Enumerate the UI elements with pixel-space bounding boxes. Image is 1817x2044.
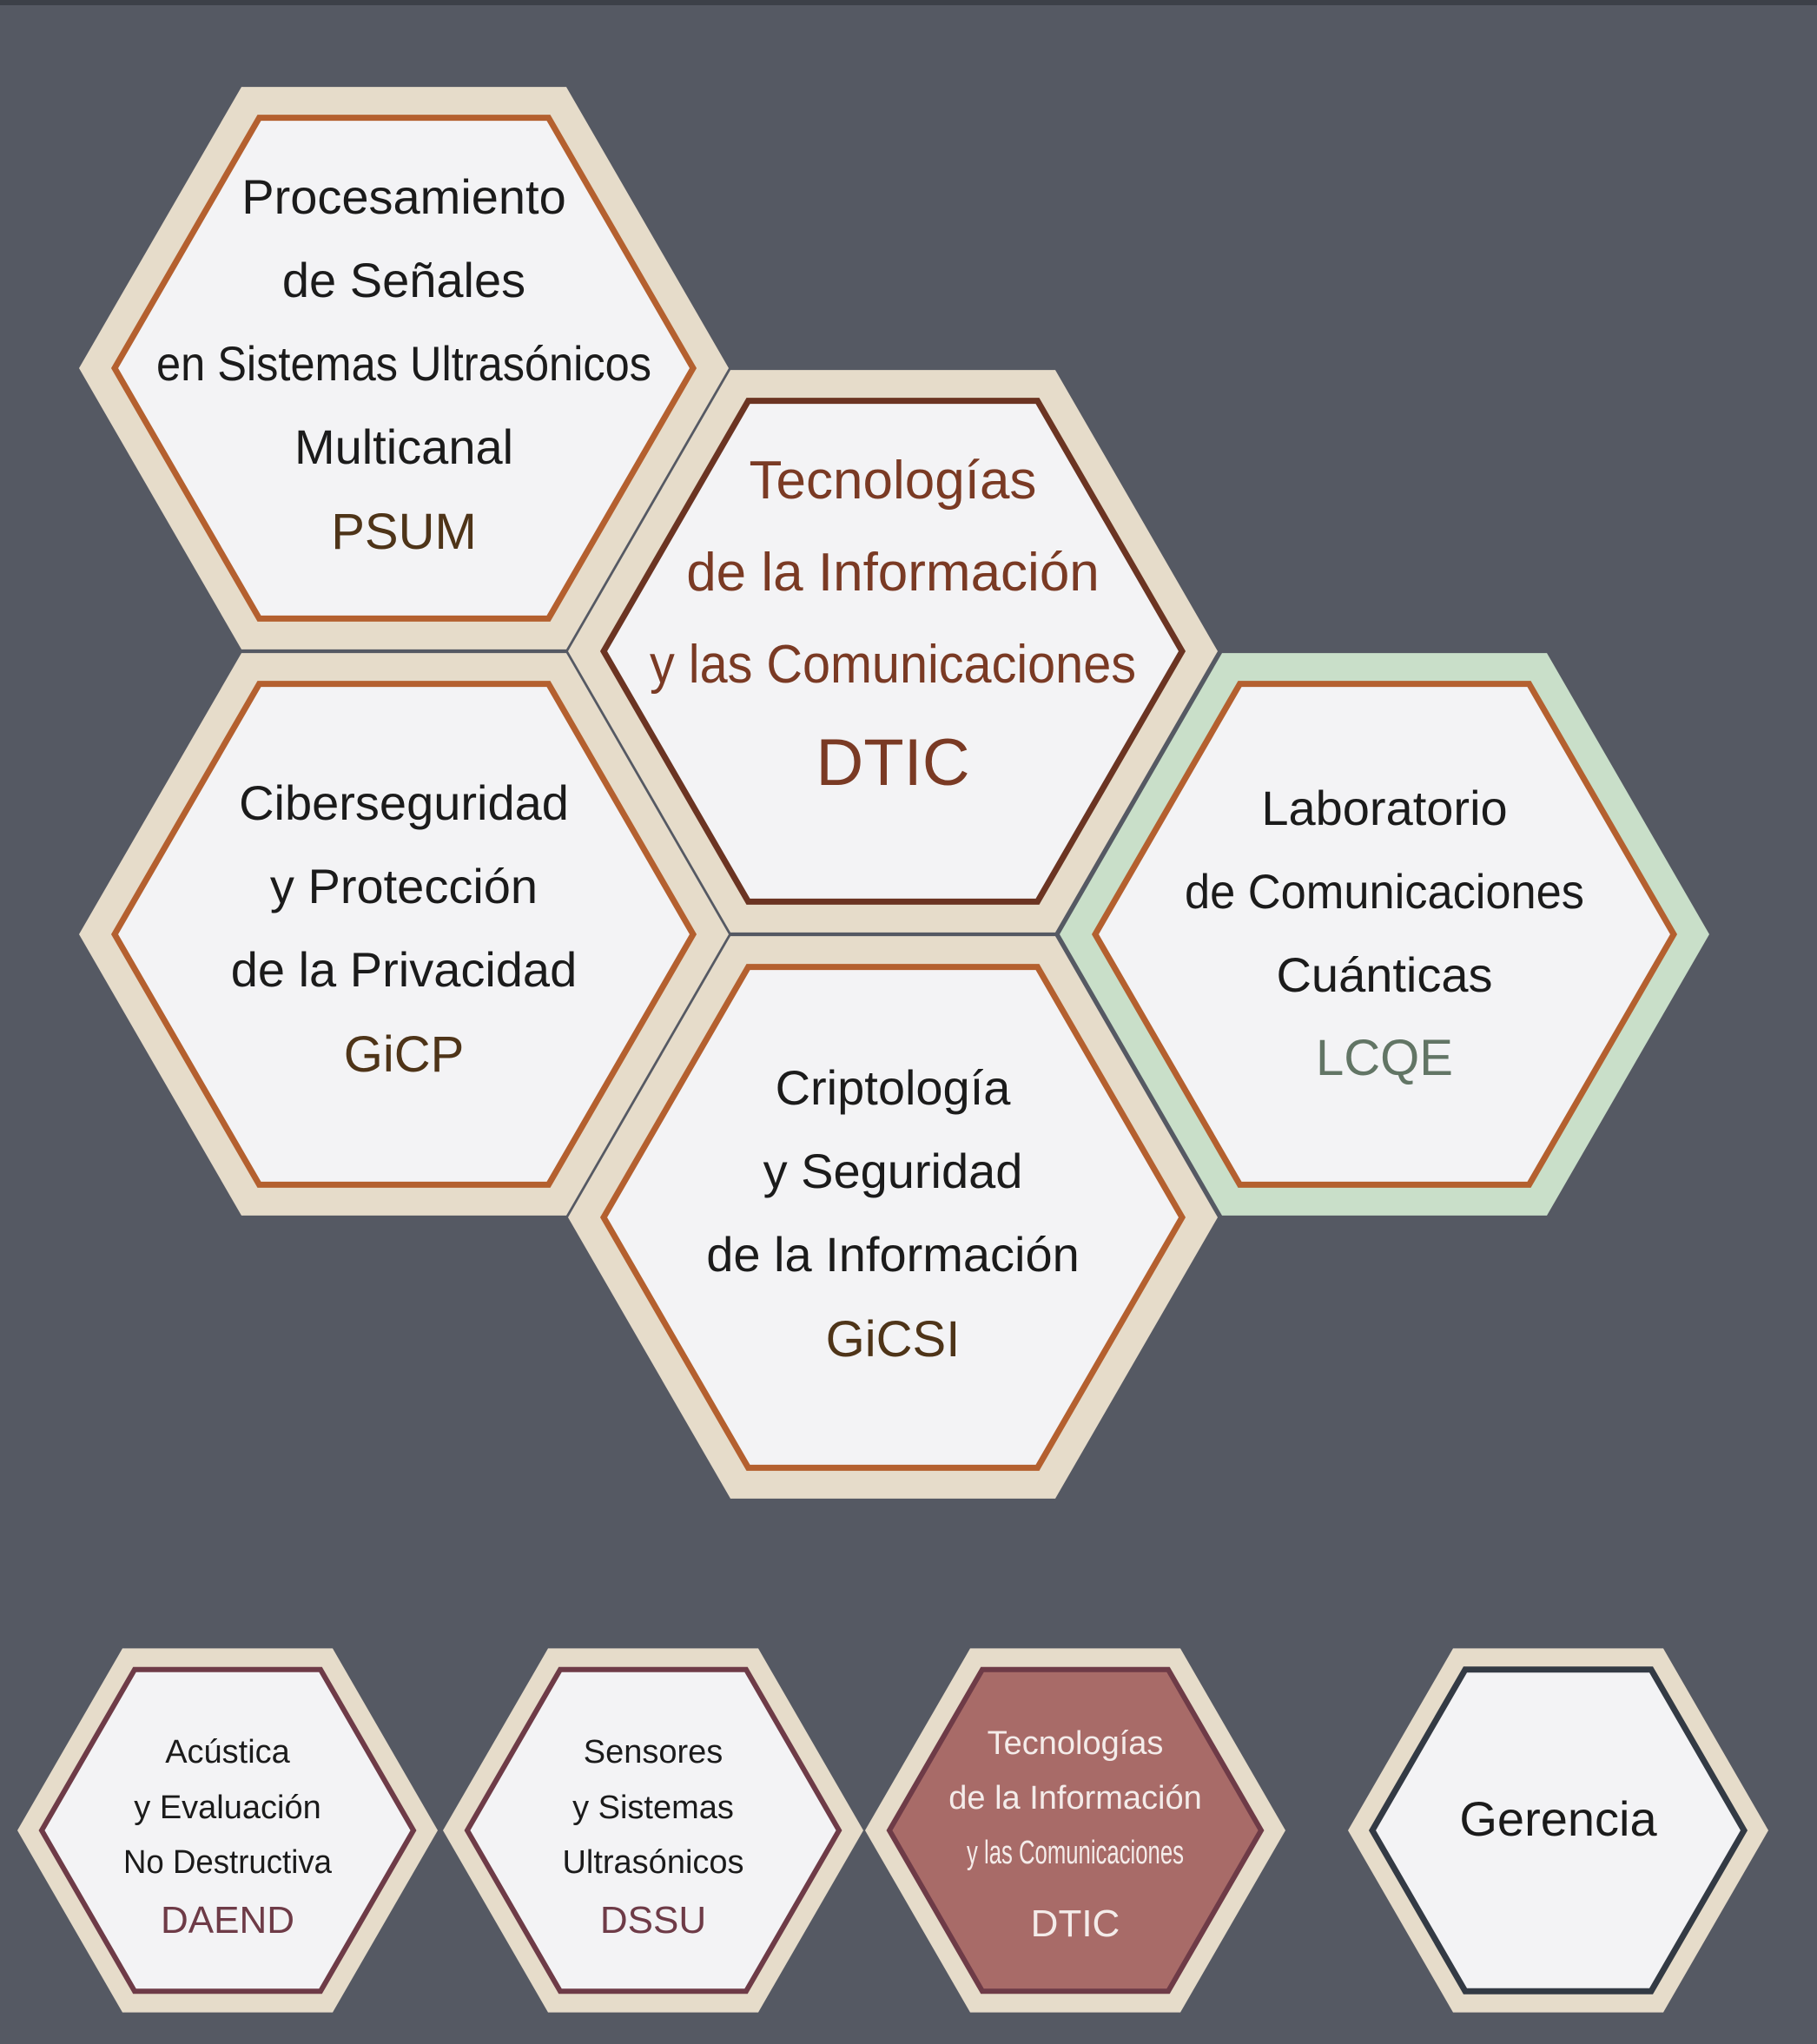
lcqe-acronym: LCQE: [1316, 1030, 1453, 1086]
dssu-acronym: DSSU: [600, 1899, 706, 1942]
dtic-small-line-1: Tecnologías: [988, 1725, 1164, 1762]
gicsi-line-2: y Seguridad: [763, 1144, 1023, 1198]
gicsi-line-3: de la Información: [706, 1227, 1080, 1282]
hex-gicsi[interactable]: [599, 964, 1186, 1471]
gicp-acronym: GiCP: [344, 1026, 465, 1083]
hex-psum[interactable]: [110, 115, 697, 622]
hex-gicp[interactable]: [110, 681, 697, 1188]
hex-group-dtic-small[interactable]: Tecnologías de la Información y las Comu…: [886, 1666, 1265, 1995]
hex-dtic-small[interactable]: [886, 1666, 1265, 1995]
hex-group-lcqe[interactable]: Laboratorio de Comunicaciones Cuánticas …: [1091, 681, 1678, 1188]
dtic-line-2: de la Información: [686, 543, 1100, 603]
hex-group-daend[interactable]: Acústica y Evaluación No Destructiva DAE…: [38, 1666, 417, 1995]
psum-line-1: Procesamiento: [241, 169, 566, 224]
gicsi-acronym: GiCSI: [826, 1311, 961, 1368]
psum-line-4: Multicanal: [294, 419, 513, 474]
gicsi-line-1: Criptología: [776, 1060, 1012, 1115]
gicp-line-3: de la Privacidad: [231, 942, 577, 997]
dtic-line-1: Tecnologías: [750, 451, 1037, 511]
hex-group-gicp[interactable]: Ciberseguridad y Protección de la Privac…: [110, 681, 697, 1188]
hex-dtic[interactable]: [599, 398, 1186, 905]
gicp-line-1: Ciberseguridad: [239, 775, 569, 830]
hex-dssu[interactable]: [464, 1666, 842, 1995]
hex-gerencia[interactable]: [1368, 1666, 1748, 1995]
dtic-acronym: DTIC: [816, 726, 969, 800]
dtic-line-3: y las Comunicaciones: [650, 635, 1136, 695]
daend-acronym: DAEND: [161, 1899, 294, 1942]
dssu-line-2: y Sistemas: [572, 1790, 734, 1826]
dtic-small-line-2: de la Información: [948, 1780, 1202, 1817]
daend-line-1: Acústica: [165, 1734, 290, 1770]
hex-group-gerencia[interactable]: Gerencia: [1368, 1666, 1748, 1995]
hex-group-dssu[interactable]: Sensores y Sistemas Ultrasónicos DSSU: [464, 1666, 842, 1995]
gicp-line-2: y Protección: [270, 859, 538, 913]
lcqe-line-2: de Comunicaciones: [1185, 864, 1584, 919]
hex-daend[interactable]: [38, 1666, 417, 1995]
hex-group-gicsi[interactable]: Criptología y Seguridad de la Informació…: [599, 964, 1186, 1471]
psum-line-2: de Señales: [282, 253, 525, 307]
daend-line-2: y Evaluación: [134, 1790, 320, 1826]
psum-line-3: en Sistemas Ultrasónicos: [156, 336, 651, 391]
dssu-line-1: Sensores: [584, 1734, 723, 1770]
top-border-strip: [0, 0, 1817, 5]
daend-line-3: No Destructiva: [123, 1844, 333, 1881]
hex-group-dtic[interactable]: Tecnologías de la Información y las Comu…: [599, 398, 1186, 905]
dtic-small-line-3: y las Comunicaciones: [967, 1835, 1184, 1871]
lcqe-line-3: Cuánticas: [1276, 947, 1492, 1002]
gerencia-label: Gerencia: [1459, 1791, 1657, 1846]
lcqe-line-1: Laboratorio: [1261, 781, 1507, 835]
dssu-line-3: Ultrasónicos: [562, 1844, 743, 1881]
hex-group-psum[interactable]: Procesamiento de Señales en Sistemas Ult…: [110, 115, 697, 622]
psum-acronym: PSUM: [331, 504, 477, 560]
dtic-small-acronym: DTIC: [1031, 1902, 1120, 1945]
hex-lcqe[interactable]: [1091, 681, 1678, 1188]
